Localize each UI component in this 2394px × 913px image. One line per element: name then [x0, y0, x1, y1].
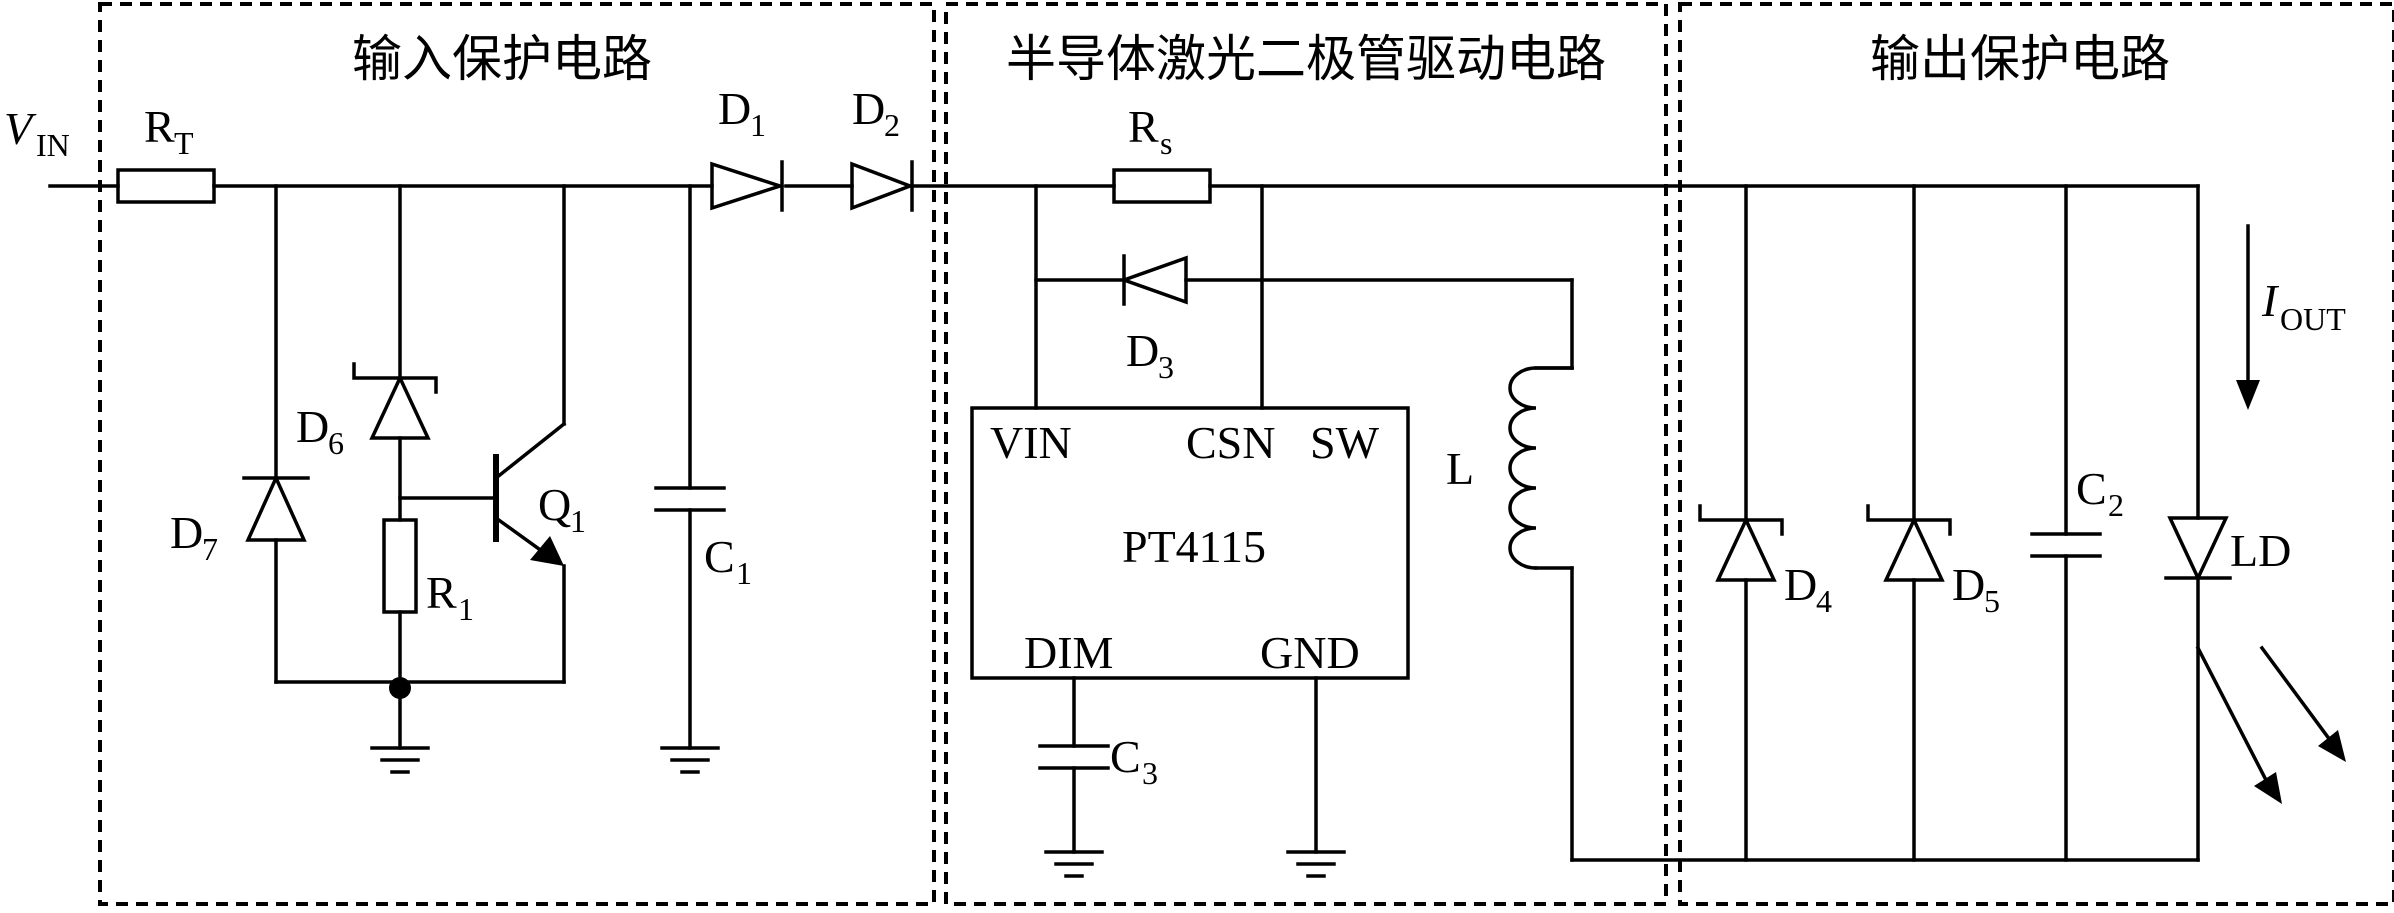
ground-icon: [370, 746, 430, 774]
d6-label: D: [296, 401, 329, 452]
r1-label: R: [426, 567, 457, 618]
rs-sub: s: [1160, 125, 1172, 161]
diode-d3: [1118, 254, 1188, 306]
d1-sub: 1: [750, 107, 766, 143]
d4-label: D: [1784, 559, 1817, 610]
driver-title: 半导体激光二极管驱动电路: [1006, 30, 1606, 88]
d7-label: D: [170, 507, 203, 558]
d1-label: D: [718, 83, 751, 134]
ic-pt4115: [970, 406, 1410, 680]
r1-sub: 1: [458, 591, 474, 627]
resistor-rs: [1112, 168, 1212, 204]
zener-d6: [352, 362, 438, 440]
ic-name: PT4115: [1122, 521, 1266, 572]
rs-label: R: [1128, 101, 1159, 152]
zener-d4: [1698, 504, 1784, 582]
ld-label: LD: [2230, 525, 2291, 576]
rt-sub: T: [174, 125, 194, 161]
l-label: L: [1446, 443, 1474, 494]
c3-sub: 3: [1142, 755, 1158, 791]
output-protection-box: [1678, 2, 2394, 906]
inductor-l: [1508, 366, 1574, 570]
ic-pin-gnd: GND: [1260, 627, 1360, 678]
vin-sub: IN: [36, 127, 70, 163]
c1-sub: 1: [736, 555, 752, 591]
ic-pin-csn: CSN: [1186, 417, 1275, 468]
capacitor-c2: [2030, 532, 2102, 558]
driver-box: [944, 2, 1668, 906]
c2-sub: 2: [2108, 487, 2124, 523]
d3-sub: 3: [1158, 349, 1174, 385]
c2-label: C: [2076, 463, 2107, 514]
ic-pin-vin: VIN: [990, 417, 1072, 468]
ic-pin-sw: SW: [1310, 417, 1380, 468]
laser-diode-ld: [2164, 516, 2232, 583]
c1-label: C: [704, 531, 735, 582]
capacitor-c1: [654, 486, 726, 512]
d2-label: D: [852, 83, 885, 134]
capacitor-c3: [1038, 744, 1110, 770]
d4-sub: 4: [1816, 583, 1832, 619]
resistor-r1: [382, 518, 418, 614]
transistor-q1: [398, 184, 567, 684]
ic-pin-dim: DIM: [1024, 627, 1113, 678]
iout-sub: OUT: [2280, 301, 2346, 337]
vin-label: V: [4, 103, 37, 154]
d5-label: D: [1952, 559, 1985, 610]
d6-sub: 6: [328, 425, 344, 461]
d3-label: D: [1126, 325, 1159, 376]
ground-icon: [1044, 850, 1104, 878]
diode-d2: [850, 160, 915, 212]
iout-label: I: [2261, 275, 2280, 326]
zener-d5: [1866, 504, 1952, 582]
output-protection-title: 输出保护电路: [1870, 30, 2170, 88]
diode-d1: [710, 160, 786, 212]
rt-label: R: [144, 101, 175, 152]
q1-sub: 1: [570, 503, 586, 539]
ground-icon: [660, 746, 720, 774]
input-protection-box: [98, 2, 936, 906]
input-protection-title: 输入保护电路: [352, 30, 652, 88]
light-emission-icon: [2195, 645, 2346, 804]
diode-d7: [242, 473, 310, 542]
q1-label: Q: [538, 479, 571, 530]
d7-sub: 7: [202, 531, 218, 567]
d5-sub: 5: [1984, 583, 2000, 619]
d2-sub: 2: [884, 107, 900, 143]
resistor-rt: [116, 168, 216, 204]
c3-label: C: [1110, 731, 1141, 782]
arrow-down-icon: [2236, 224, 2260, 410]
ground-icon: [1286, 850, 1346, 878]
